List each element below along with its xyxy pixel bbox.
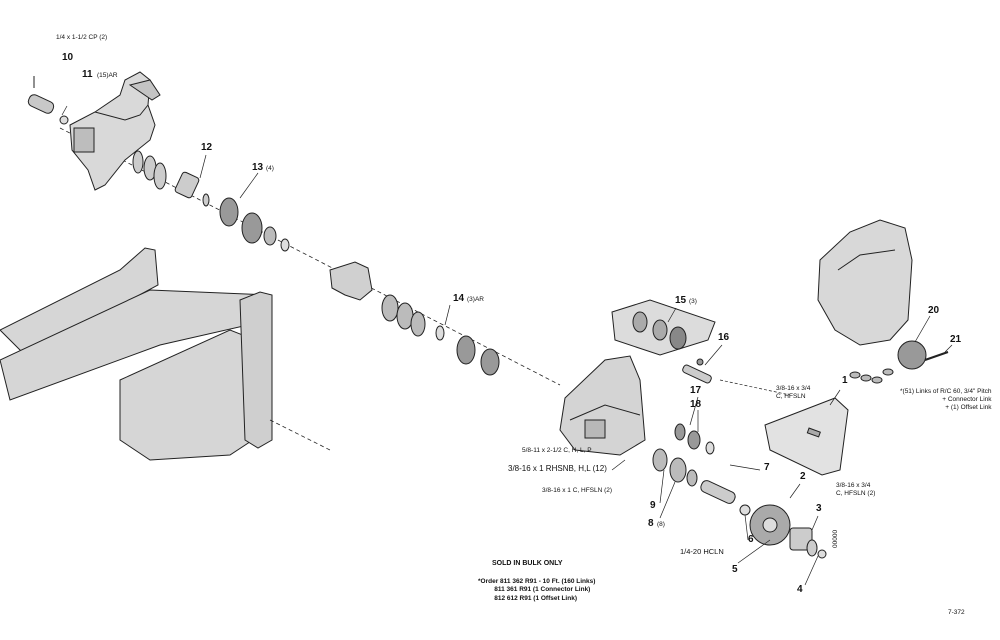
callout-13-qty: (4) <box>266 165 274 172</box>
callout-4: 4 <box>797 584 803 595</box>
callout-17: 17 <box>690 385 702 396</box>
callout-20: 20 <box>928 305 940 316</box>
callout-13: 13 <box>252 162 264 173</box>
sprocket-parts-17-18 <box>674 423 715 455</box>
gearbox-housing <box>559 355 646 456</box>
callout-8: 8 <box>648 518 654 529</box>
pin-part-10 <box>27 94 55 114</box>
callout-8-qty: (8) <box>657 521 665 528</box>
upper-left-bracket <box>69 71 161 191</box>
roller-chain <box>849 368 894 384</box>
side-reference: 00000 <box>832 529 839 548</box>
callout-12: 12 <box>201 142 213 153</box>
mount-plate-part-1 <box>764 397 849 476</box>
bearing-parts-8-9 <box>652 448 698 487</box>
callout-5: 5 <box>732 564 738 575</box>
callout-14: 14 <box>453 293 465 304</box>
middle-bracket <box>329 261 373 301</box>
nut-part-4 <box>817 549 827 559</box>
hardware-bolt-3-8-hfsln: 3/8-16 x 1 C, HFSLN (2) <box>542 487 613 494</box>
bulk-order-info: *Order 811 362 R91 - 10 Ft. (160 Links) … <box>478 578 596 602</box>
callout-10: 10 <box>62 52 74 63</box>
sprocket-part-20 <box>897 340 927 370</box>
callout-11: 11 <box>82 69 93 80</box>
gear-part-13 <box>219 197 290 252</box>
callout-15-qty: (3) <box>689 298 697 305</box>
lower-left-frame <box>0 247 273 461</box>
hardware-cp-top: 1/4 x 1-1/2 CP (2) <box>56 34 108 41</box>
page-reference: 7-372 <box>948 609 965 616</box>
callout-16: 16 <box>718 332 730 343</box>
leader-lines <box>61 105 953 586</box>
callout-6: 6 <box>748 534 754 545</box>
callout-11-qty: (15)AR <box>97 72 118 79</box>
hardware-hcln: 1/4-20 HCLN <box>680 547 724 556</box>
hardware-hfsln-lower: 3/8-16 x 3/4 C, HFSLN (2) <box>836 482 876 498</box>
callout-21: 21 <box>950 334 962 345</box>
callout-3: 3 <box>816 503 822 514</box>
shaft-part-21 <box>924 351 949 361</box>
washer-part-11 <box>59 115 69 125</box>
hub-part-3 <box>789 527 818 557</box>
right-gearbox <box>817 219 913 346</box>
callout-2: 2 <box>800 471 806 482</box>
callout-1: 1 <box>842 375 848 386</box>
callout-18: 18 <box>690 399 702 410</box>
shaft-part-16 <box>682 358 712 384</box>
gear-part-14 <box>435 325 500 376</box>
hardware-bolt-3-8-rhsnb: 3/8-16 x 1 RHSNB, H,L (12) <box>508 464 607 473</box>
hardware-bolt-5-8: 5/8-11 x 2-1/2 C, H, L, P <box>522 447 592 454</box>
upper-bearing-stack <box>132 150 210 207</box>
sprocket-hub <box>762 517 778 533</box>
gear-plate-part-15 <box>611 299 716 356</box>
callout-15: 15 <box>675 295 687 306</box>
assembly-axis-line <box>59 127 561 386</box>
lower-shaft <box>700 480 736 504</box>
frame-axis-line <box>269 419 331 451</box>
chain-note: *(51) Links of R/C 60, 3/4" Pitch + Conn… <box>900 388 992 412</box>
hardware-hfsln-upper: 3/8-16 x 3/4 C, HFSLN <box>776 385 811 401</box>
middle-bearing-stack <box>381 294 426 337</box>
callout-7: 7 <box>764 462 770 473</box>
callout-9: 9 <box>650 500 656 511</box>
washer-part-6 <box>739 504 751 516</box>
sold-in-bulk-title: SOLD IN BULK ONLY <box>492 560 563 567</box>
callout-14-qty: (3)AR <box>467 296 484 303</box>
